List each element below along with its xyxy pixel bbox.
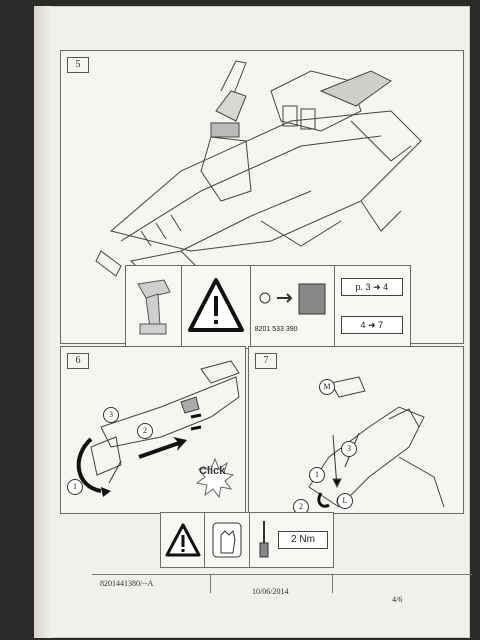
page-ref: p. 3	[355, 282, 371, 292]
see-manual-icon	[259, 283, 326, 315]
callout-1: 1	[67, 479, 83, 495]
torque-box: 2 Nm	[277, 531, 328, 549]
step-jump-box: 4 ➜ 7	[340, 316, 403, 334]
divider	[332, 575, 333, 593]
step-5-info-strip: 8201 533 390 p. 3 ➜ 4 4 ➜ 7	[125, 265, 411, 349]
arrow-right-icon: ➜	[368, 320, 379, 330]
page-ref-target: 4	[383, 282, 389, 292]
warning-triangle-icon	[188, 278, 245, 332]
callout-3: 3	[103, 407, 119, 423]
doc-date: 10/06/2014	[252, 587, 289, 596]
warning-cell	[161, 513, 206, 567]
step-5-panel: 5	[60, 50, 464, 349]
step-6-panel: 6 3 2 1 Click	[60, 346, 246, 514]
step-7-panel: 7 M 3 1 2 L	[248, 346, 464, 515]
step-6-number: 6	[67, 353, 89, 369]
divider	[210, 575, 211, 593]
reference-cell: 8201 533 390	[251, 266, 335, 348]
gloves-cell	[205, 513, 250, 567]
part-number: 8201 533 390	[254, 326, 298, 333]
callout-L: L	[337, 493, 353, 509]
instruction-sheet: 5	[34, 6, 472, 638]
callout-2: 2	[137, 423, 153, 439]
page-ref-box: p. 3 ➜ 4	[340, 278, 403, 296]
step-5-number: 5	[67, 57, 89, 73]
warning-triangle-icon	[165, 523, 201, 557]
boot-removal-illustration	[76, 360, 240, 499]
shift-knob-icon	[137, 279, 171, 335]
callout-M: M	[319, 379, 335, 395]
page-ref-cell: p. 3 ➜ 4 4 ➜ 7	[335, 266, 410, 348]
step-from: 4	[360, 320, 366, 330]
step-7-number: 7	[255, 353, 277, 369]
torque-cell: 2 Nm	[250, 513, 333, 567]
click-label: Click	[199, 465, 226, 477]
screw-removal-illustration	[308, 376, 445, 508]
screwdriver-icon	[259, 521, 269, 558]
glove-icon	[212, 522, 242, 558]
callout-1: 1	[309, 467, 325, 483]
doc-code: 8201441380/--A	[100, 579, 154, 588]
callout-3: 3	[341, 441, 357, 457]
step-7-info-strip: 2 Nm	[160, 512, 334, 568]
step-to: 7	[378, 320, 384, 330]
page-footer: 8201441380/--A 10/06/2014 4/6	[92, 574, 472, 613]
console-illustration	[95, 60, 422, 307]
warning-cell	[182, 266, 251, 348]
arrow-right-icon: ➜	[373, 282, 384, 292]
part-cell	[126, 266, 183, 348]
page-number: 4/6	[392, 595, 403, 604]
